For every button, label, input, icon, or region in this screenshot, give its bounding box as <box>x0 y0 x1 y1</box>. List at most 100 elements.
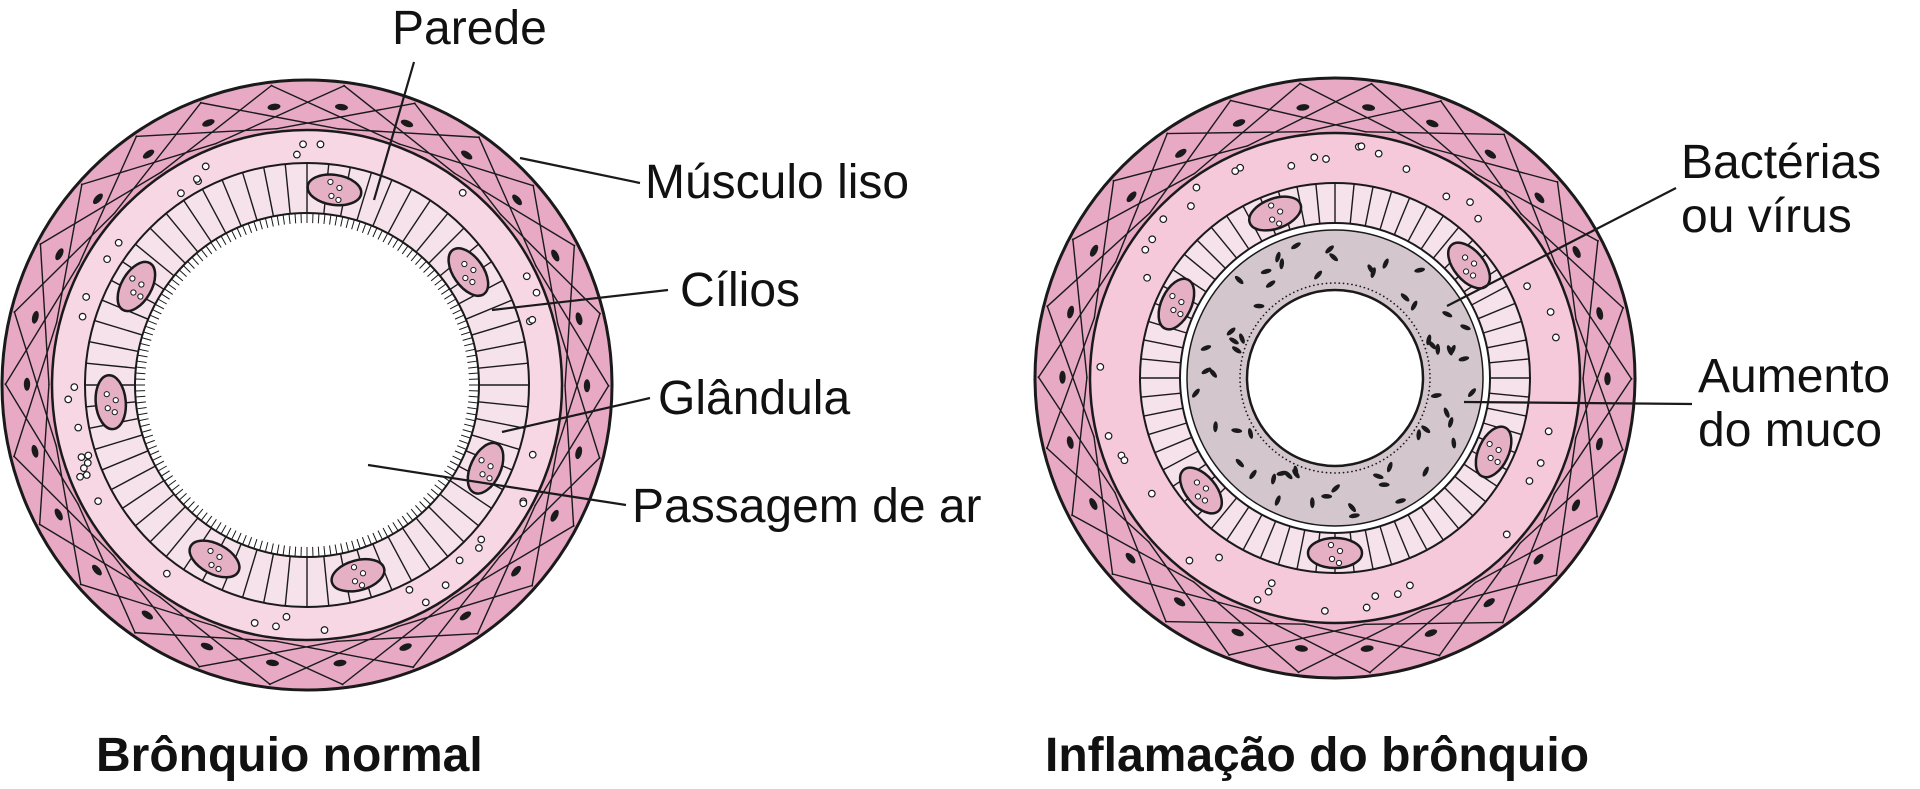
muscle-nucleus <box>399 643 412 651</box>
cilium <box>187 501 195 510</box>
tissue-dot <box>177 189 185 198</box>
label-aumento: Aumento <box>1698 350 1890 403</box>
muscle-fiber <box>453 172 576 247</box>
normal-labels: Parede Músculo liso Cílios Glândula Pass… <box>96 2 982 782</box>
cilium <box>351 540 355 551</box>
bacterium <box>1416 429 1422 441</box>
cilium <box>276 544 280 555</box>
cilium <box>225 232 232 243</box>
mucus-speckle <box>1259 436 1262 439</box>
epithelial-cell-border <box>401 527 431 570</box>
epithelial-cell-border <box>284 164 291 214</box>
mucus-speckle <box>1285 295 1288 298</box>
muscle-fiber <box>1582 377 1598 518</box>
muscle-nucleus <box>575 312 583 326</box>
muscle-fiber <box>274 640 415 669</box>
epithelial-cell-border <box>428 227 465 264</box>
epithelial-cell-border <box>1420 506 1444 541</box>
muscle-fiber <box>1147 541 1231 657</box>
muscle-fiber <box>1304 100 1442 133</box>
muscle-fiber <box>1298 82 1425 148</box>
mucus-speckle <box>1300 288 1303 290</box>
bacterium <box>1426 334 1432 346</box>
cilium <box>392 238 399 248</box>
tissue-dot <box>78 312 87 321</box>
cilium <box>367 225 372 235</box>
mucus-speckle <box>1252 425 1255 428</box>
cilium <box>459 325 469 331</box>
normal-cilia <box>135 213 479 557</box>
cilium <box>200 249 208 258</box>
muscle-fiber <box>1046 305 1095 438</box>
muscle-fiber <box>112 554 201 668</box>
gland-granule <box>138 281 145 288</box>
mucus-speckle <box>1396 305 1399 308</box>
muscle-nucleus <box>512 194 523 206</box>
tissue-dot <box>94 497 103 506</box>
tissue-dot <box>1120 456 1129 465</box>
gland-granule <box>351 578 359 585</box>
cilium <box>135 395 146 398</box>
mucus-speckle <box>1239 385 1242 388</box>
bacterium <box>1451 437 1457 449</box>
tissue-dot <box>250 619 259 627</box>
muscle-nucleus <box>550 509 559 522</box>
tissue-dot <box>1143 273 1152 282</box>
normal-tissue-dots <box>64 140 541 634</box>
muscle-fiber <box>198 640 339 668</box>
mucus-speckle <box>1257 321 1260 324</box>
cilium <box>444 293 454 300</box>
muscle-fiber <box>13 321 58 458</box>
cilium <box>454 314 465 320</box>
bacterium <box>1435 343 1441 355</box>
tissue-dot <box>1253 595 1262 604</box>
bacterium <box>1239 333 1245 344</box>
tissue-dot <box>74 423 83 432</box>
muscle-fiber <box>341 596 454 686</box>
bacterium <box>1325 245 1334 254</box>
leader-lines <box>367 61 1693 507</box>
cilium <box>167 479 177 487</box>
gland <box>330 557 386 593</box>
mucus-speckle <box>1317 283 1319 286</box>
epithelial-cell-border <box>1196 239 1226 269</box>
mucus-speckle <box>1243 406 1246 409</box>
epithelial-cell-border <box>1379 191 1393 230</box>
cilium <box>457 320 467 325</box>
mucus-speckle <box>1289 460 1291 463</box>
muscle-fiber <box>134 631 276 642</box>
cilium <box>264 217 269 228</box>
cilium <box>434 484 443 492</box>
tissue-dot <box>84 451 93 460</box>
bacterium <box>1283 470 1293 480</box>
mucus-speckle <box>1419 418 1422 421</box>
mucus-speckle <box>1321 471 1324 474</box>
gland-granule <box>208 561 215 569</box>
muscle-fiber <box>556 312 601 449</box>
cilium <box>387 235 394 245</box>
cilium <box>356 221 361 232</box>
label-ou-virus: ou vírus <box>1681 190 1852 243</box>
mucus-speckle <box>1334 282 1336 284</box>
epithelial-cell-border <box>149 227 186 264</box>
gland-granule <box>1277 208 1284 215</box>
tissue-dot <box>282 612 291 621</box>
tissue-dot <box>1096 362 1105 371</box>
gland-granule <box>215 565 222 573</box>
cilium <box>340 216 344 227</box>
cilium <box>160 470 170 477</box>
mucus-speckle <box>1285 458 1288 461</box>
mucus-speckle <box>1367 288 1370 290</box>
muscle-nucleus <box>1067 305 1075 319</box>
inflamed-bronchus <box>1033 76 1637 680</box>
cilium <box>401 245 409 255</box>
mucus-speckle <box>1257 432 1260 435</box>
cilium <box>468 395 479 398</box>
tissue-dot <box>1148 235 1157 244</box>
bacterium <box>1234 275 1244 285</box>
cilium <box>452 455 462 461</box>
cilium <box>460 434 471 439</box>
gland-granule <box>1177 310 1184 318</box>
bacterium <box>1275 251 1281 263</box>
mucus-speckle <box>1423 410 1425 413</box>
